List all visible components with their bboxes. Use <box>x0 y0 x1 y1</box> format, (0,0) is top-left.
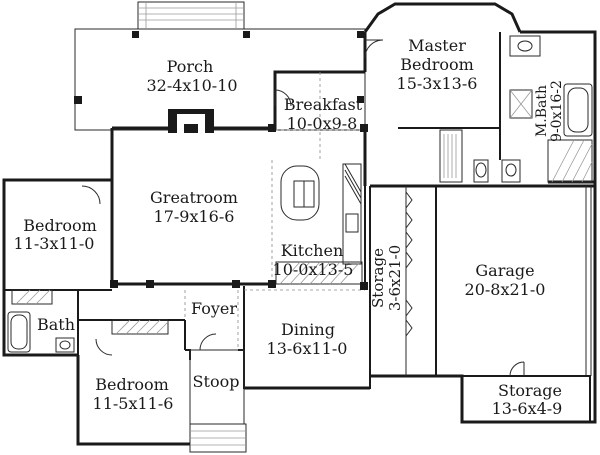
dining-dims: 13-6x11-0 <box>267 339 348 358</box>
porch-columns <box>74 31 364 104</box>
storage-garage-dims: 13-6x4-9 <box>492 399 563 418</box>
dining-area <box>243 286 371 390</box>
greatroom-dims: 17-9x16-6 <box>154 207 235 226</box>
lower-bedroom-wing <box>76 319 190 446</box>
bedroom-lower-label: Bedroom <box>95 375 169 394</box>
garage-label: Garage <box>475 261 534 280</box>
storage-mid-dims: 3-6x21-0 <box>386 245 404 311</box>
stoop-label: Stoop <box>193 372 240 391</box>
porch-dims: 32-4x10-10 <box>146 76 237 95</box>
bedroom-left-dims: 11-3x11-0 <box>14 234 95 253</box>
bath-label: Bath <box>37 315 75 334</box>
column-marks <box>110 124 368 290</box>
master-bedroom-dims: 15-3x13-6 <box>397 74 478 93</box>
master-bath-dims: 9-0x16-2 <box>549 80 565 142</box>
garage-dims: 20-8x21-0 <box>465 280 546 299</box>
garage-area <box>369 186 592 423</box>
master-suite <box>364 32 593 183</box>
greatroom-label: Greatroom <box>150 188 238 207</box>
master-bedroom-label-line1: Master <box>408 36 466 55</box>
kitchen-label: Kitchen <box>281 241 344 260</box>
master-bedroom-label-line2: Bedroom <box>400 55 474 74</box>
dining-label: Dining <box>281 320 335 339</box>
kitchen-dims: 10-0x13-5 <box>273 260 354 279</box>
porch-area <box>74 1 366 131</box>
foyer-label: Foyer <box>191 299 237 318</box>
breakfast-label: Breakfast <box>284 95 363 114</box>
bedroom-left-label: Bedroom <box>23 216 97 235</box>
kitchen-area <box>271 160 366 285</box>
storage-garage-label: Storage <box>498 381 562 400</box>
porch-steps <box>137 1 245 30</box>
breakfast-dims: 10-0x9-8 <box>287 114 358 133</box>
left-wing <box>2 178 112 357</box>
breakfast-area <box>274 72 365 160</box>
stoop-steps <box>189 423 247 453</box>
fireplace <box>168 109 214 133</box>
storage-mid-label: Storage <box>369 248 387 308</box>
bedroom-lower-dims: 11-5x11-6 <box>93 394 174 413</box>
master-bath-label: M.Bath <box>534 85 550 137</box>
porch-label: Porch <box>167 57 214 76</box>
